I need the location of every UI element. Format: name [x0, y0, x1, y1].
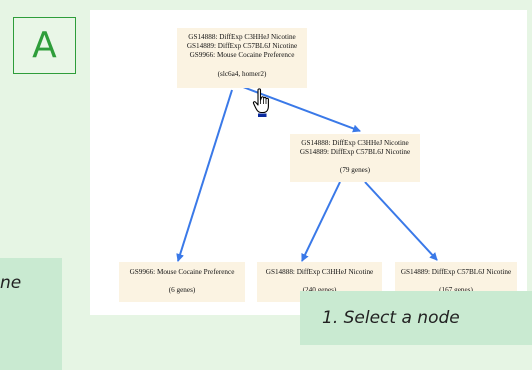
hand-pointer-icon: [252, 88, 270, 117]
leaf3-genes: (167 genes): [395, 286, 517, 295]
edge-mid-to-leaf2: [301, 181, 341, 262]
leaf1-genes: (6 genes): [168, 286, 196, 295]
edge-root-to-mid: [242, 86, 361, 133]
root-line-2: GS14889: DiffExp C57BL6J Nicotine: [186, 42, 298, 51]
root-line-1: GS14888: DiffExp C3HHeJ Nicotine: [188, 33, 296, 41]
edge-mid-to-leaf3: [364, 181, 438, 261]
left-note-text: ne: [0, 273, 22, 293]
caption-text: 1. Select a node: [322, 308, 460, 328]
root-line-3: GS9966: Mouse Cocaine Preference: [189, 51, 295, 60]
mid-genes: (79 genes): [339, 166, 371, 175]
leaf2-genes: (240 genes): [257, 286, 382, 295]
tree-node-root[interactable]: GS14888: DiffExp C3HHeJ Nicotine GS14889…: [177, 28, 307, 88]
caption-box: 1. Select a node: [300, 291, 532, 345]
root-genes: (slc6a4, homer2): [217, 69, 267, 78]
tree-node-leaf1[interactable]: GS9966: Mouse Cocaine Preference (6 gene…: [119, 262, 245, 302]
left-note-box: ne: [0, 258, 62, 370]
tree-node-mid[interactable]: GS14888: DiffExp C3HHeJ Nicotine GS14889…: [290, 134, 420, 182]
panel-letter-box: A: [13, 17, 76, 74]
mid-line-2: GS14889: DiffExp C57BL6J Nicotine: [299, 148, 411, 157]
leaf3-line-1: GS14889: DiffExp C57BL6J Nicotine: [400, 268, 512, 276]
mid-line-1: GS14888: DiffExp C3HHeJ Nicotine: [301, 139, 409, 147]
panel-letter: A: [32, 25, 57, 66]
edge-root-to-leaf1: [176, 89, 233, 262]
leaf1-line-1: GS9966: Mouse Cocaine Preference: [129, 268, 235, 276]
leaf2-line-1: GS14888: DiffExp C3HHeJ Nicotine: [265, 268, 374, 276]
